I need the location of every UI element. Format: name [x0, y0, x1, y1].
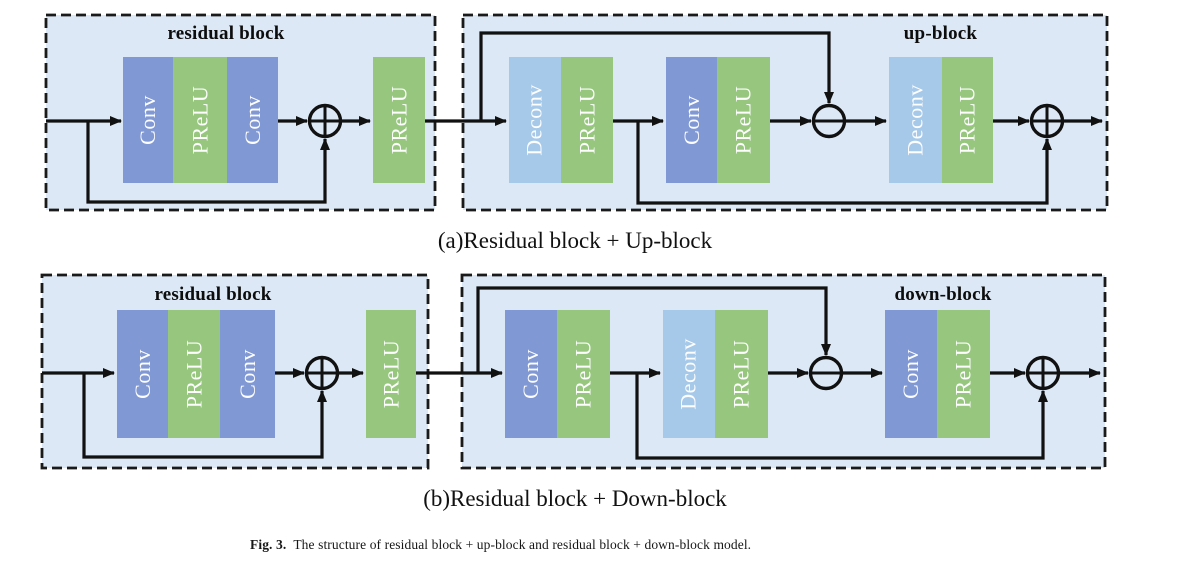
- layer-prelu: PReLU: [373, 57, 425, 183]
- layer-label: Deconv: [522, 84, 548, 156]
- layer-conv: Conv: [505, 310, 557, 438]
- layer-label: PReLU: [730, 85, 756, 155]
- layer-label: PReLU: [574, 85, 599, 155]
- layer-label: Deconv: [676, 338, 702, 410]
- panel-a-caption: (a)Residual block + Up-block: [437, 228, 713, 253]
- layer-label: PReLU: [187, 85, 212, 155]
- layer-prelu: PReLU: [717, 57, 770, 183]
- layer-conv: Conv: [117, 310, 168, 438]
- layer-label: Conv: [678, 95, 704, 145]
- layer-label: Conv: [135, 95, 160, 145]
- layer-prelu: PReLU: [715, 310, 768, 438]
- layer-deconv: Deconv: [889, 57, 942, 183]
- layer-label: PReLU: [570, 339, 596, 409]
- layer-prelu: PReLU: [937, 310, 990, 438]
- layer-prelu: PReLU: [557, 310, 610, 438]
- layer-label: PReLU: [954, 85, 980, 155]
- layer-label: PReLU: [386, 85, 411, 155]
- panel-b-caption: (b)Residual block + Down-block: [423, 486, 727, 511]
- layer-label: PReLU: [728, 339, 754, 409]
- layer-label: Conv: [234, 349, 260, 399]
- layer-prelu: PReLU: [168, 310, 220, 438]
- layer-prelu: PReLU: [366, 310, 416, 438]
- layer-conv: Conv: [220, 310, 275, 438]
- figure-caption: Fig. 3. The structure of residual block +…: [250, 537, 751, 553]
- layer-label: PReLU: [378, 339, 403, 409]
- layer-conv: Conv: [666, 57, 717, 183]
- layer-label: Conv: [518, 349, 543, 399]
- layer-label: PReLU: [181, 339, 206, 409]
- layer-label: Conv: [898, 349, 923, 399]
- layer-conv: Conv: [885, 310, 937, 438]
- panel-b-down-title: down-block: [894, 284, 992, 305]
- panel-b-residual-title: residual block: [154, 284, 272, 305]
- layer-prelu: PReLU: [942, 57, 993, 183]
- panel-a-residual-title: residual block: [167, 23, 285, 44]
- layer-conv: Conv: [227, 57, 278, 183]
- layer-deconv: Deconv: [663, 310, 715, 438]
- layer-prelu: PReLU: [173, 57, 227, 183]
- layer-conv: Conv: [123, 57, 173, 183]
- layer-deconv: Deconv: [509, 57, 561, 183]
- layer-label: Deconv: [902, 84, 928, 156]
- figure-caption-text: The structure of residual block + up-blo…: [293, 537, 752, 552]
- layer-label: Conv: [129, 349, 155, 399]
- layer-label: Conv: [239, 95, 265, 145]
- panel-a-up-title: up-block: [903, 23, 978, 44]
- layer-label: PReLU: [950, 339, 976, 409]
- figure-caption-label: Fig. 3.: [250, 537, 287, 552]
- layer-prelu: PReLU: [561, 57, 613, 183]
